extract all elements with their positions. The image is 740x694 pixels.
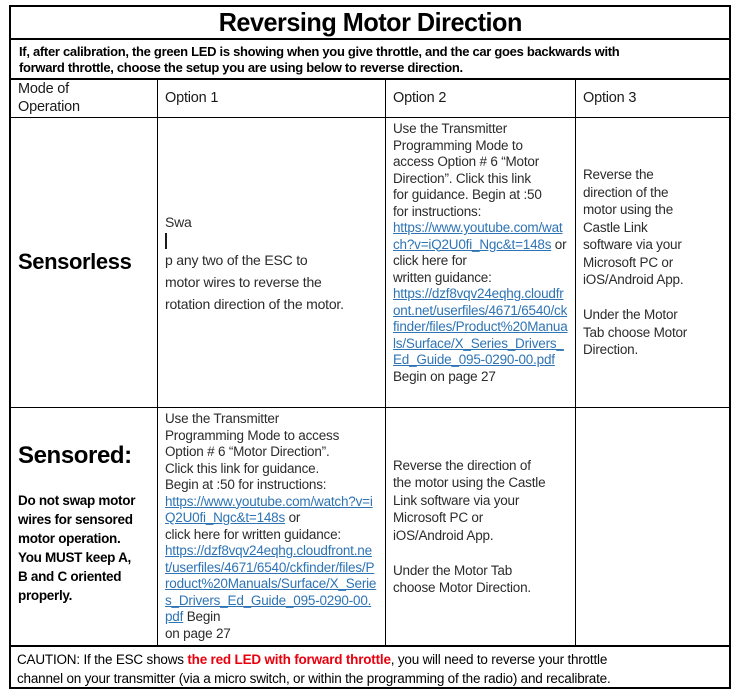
cell-sensored-option2: Reverse the direction of the motor using… [386, 408, 576, 647]
pdf-guide-link[interactable]: https://dzf8vqv24eqhg.cloudfront.net/use… [393, 286, 568, 367]
intro-banner: If, after calibration, the green LED is … [11, 40, 729, 80]
cell-sensorless-mode: Sensorless [11, 118, 158, 408]
page-title: Reversing Motor Direction [218, 7, 522, 37]
caution-red-text: the red LED with forward throttle [187, 652, 391, 667]
header-option-1: Option 1 [158, 80, 386, 118]
youtube-link[interactable]: https://www.youtube.com/watch?v=iQ2U0fi_… [165, 493, 373, 526]
manual-table: Reversing Motor Direction If, after cali… [9, 5, 731, 689]
sensored-note: Do not swap motor wires for sensored mot… [18, 492, 136, 603]
sensored-label: Sensored: [18, 442, 132, 470]
pdf-guide-link[interactable]: https://dzf8vqv24eqhg.cloudfront.net/use… [165, 543, 377, 624]
text-cursor [165, 232, 167, 249]
options-table: Mode of Operation Option 1 Option 2 Opti… [11, 80, 729, 647]
cell-sensored-option1: Use the Transmitter Programming Mode to … [158, 408, 386, 647]
caution-banner: CAUTION: If the ESC shows the red LED wi… [17, 652, 611, 686]
cell-sensorless-option2: Use the Transmitter Programming Mode to … [386, 118, 576, 408]
header-option-3: Option 3 [576, 80, 729, 118]
header-mode-of-operation: Mode of Operation [11, 80, 158, 118]
title-bar: Reversing Motor Direction [11, 7, 729, 40]
youtube-link[interactable]: https://www.youtube.com/watch?v=iQ2U0fi_… [393, 220, 563, 252]
header-option-2: Option 2 [386, 80, 576, 118]
cell-sensored-mode: Sensored: Do not swap motor wires for se… [11, 408, 158, 647]
cell-sensored-option3 [576, 408, 729, 647]
cell-sensorless-option3: Reverse the direction of the motor using… [576, 118, 729, 408]
sensorless-label: Sensorless [18, 249, 132, 275]
